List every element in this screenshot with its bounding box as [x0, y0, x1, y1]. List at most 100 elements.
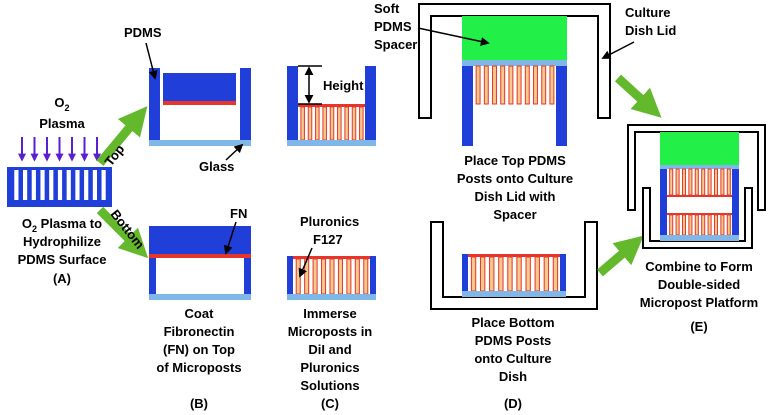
micropost	[479, 256, 486, 292]
pdms-side-left-c-bot	[287, 256, 293, 294]
micropost	[167, 258, 172, 294]
pluronics-pointer	[298, 247, 313, 278]
step-b-desc-3: (FN) on Top	[163, 342, 235, 357]
microposts-e-top	[669, 168, 731, 196]
step-e-desc-3: Micropost Platform	[640, 295, 758, 310]
step-b-desc-2: Fibronectin	[164, 324, 235, 339]
step-d-bot-desc-2: PDMS Posts	[475, 333, 552, 348]
micropost	[193, 258, 198, 294]
micropost	[707, 214, 712, 236]
micropost	[525, 256, 531, 292]
spacer-pointer	[417, 27, 490, 46]
micropost	[669, 214, 674, 236]
glass-c-bot	[287, 294, 376, 300]
step-d-bot-desc-3: onto Culture	[474, 351, 551, 366]
micropost	[720, 214, 725, 236]
pdms-side-left-b-bot	[149, 258, 156, 294]
micropost	[701, 168, 706, 196]
combined-glass-bottom	[660, 235, 739, 241]
micropost	[713, 214, 719, 236]
microposts-d-top	[475, 65, 555, 105]
micropost	[337, 106, 342, 141]
pdms-base-a	[7, 200, 112, 207]
micropost	[201, 105, 205, 140]
o2-label: O2	[54, 95, 69, 113]
pluronics-label-1: Pluronics	[300, 214, 359, 229]
step-a-desc-3: PDMS Surface	[18, 252, 107, 267]
micropost	[300, 106, 305, 141]
micropost	[500, 65, 506, 105]
micropost	[194, 105, 198, 140]
micropost	[312, 258, 318, 295]
soft-label-3: Spacer	[374, 37, 417, 52]
top-arrow	[96, 106, 148, 166]
culture-dish-lid	[418, 3, 611, 119]
combined-dish	[642, 187, 753, 249]
micropost	[688, 168, 693, 196]
micropost	[164, 105, 169, 140]
micropost	[202, 258, 207, 294]
soft-label-1: Soft	[374, 1, 400, 16]
step-a-desc-2: Hydrophilize	[23, 234, 101, 249]
micropost	[159, 258, 164, 294]
combined-lid	[627, 124, 766, 211]
micropost	[470, 256, 477, 292]
micropost	[230, 105, 235, 140]
step-d-tag: (D)	[504, 396, 522, 411]
top-label: Top	[102, 142, 128, 169]
step-a-desc-1: O2 Plasma to	[22, 216, 102, 234]
step-c-desc-2: Microposts in	[288, 324, 373, 339]
plasma-label: Plasma	[39, 116, 85, 131]
micropost	[726, 168, 731, 196]
micropost	[713, 168, 719, 196]
micropost	[543, 256, 550, 292]
pdms-top-block-b-bot	[149, 226, 251, 254]
micropost	[57, 170, 63, 200]
micropost	[541, 65, 547, 105]
step-d-top-desc-1: Place Top PDMS	[464, 153, 566, 168]
micropost	[236, 258, 241, 294]
micropost	[185, 258, 190, 294]
pdms-side-right-c-bot	[370, 256, 376, 294]
micropost	[223, 105, 227, 140]
micropost	[508, 65, 514, 105]
micropost	[219, 258, 224, 294]
micropost	[489, 256, 495, 292]
micropost	[179, 105, 183, 140]
micropost	[359, 106, 364, 141]
micropost	[681, 168, 687, 196]
micropost	[675, 214, 680, 236]
pdms-side-left-d-bot	[462, 254, 468, 291]
fn-layer-b-bot	[149, 254, 251, 258]
micropost	[707, 168, 712, 196]
fn-pointer	[223, 221, 237, 255]
micropost	[483, 65, 489, 105]
pdms-pointer	[145, 42, 158, 80]
micropost	[172, 105, 176, 140]
step-c-desc-4: Pluronics	[300, 360, 359, 375]
micropost	[669, 168, 674, 196]
step-e-desc-2: Double-sided	[658, 277, 740, 292]
micropost	[701, 214, 706, 236]
micropost	[322, 106, 327, 141]
micropost	[354, 258, 360, 295]
micropost	[210, 258, 215, 294]
microposts-e-bottom	[669, 214, 731, 236]
glass-b-top	[149, 140, 251, 146]
micropost	[329, 106, 335, 141]
micropost	[40, 170, 45, 200]
glass-d-top	[462, 60, 567, 66]
height-label: Height	[323, 78, 364, 93]
step-c-bottom-assembly: Pluronics F127 Immerse Microposts in DiI…	[287, 214, 376, 411]
fn-label: FN	[230, 206, 247, 221]
microposts-d-bottom	[470, 256, 559, 292]
step-b-tag: (B)	[190, 396, 208, 411]
micropost	[216, 105, 220, 140]
lid-label-1: Culture	[625, 5, 671, 20]
glass-d-bot	[462, 291, 566, 297]
micropost	[533, 65, 538, 105]
step-d-top-desc-4: Spacer	[493, 207, 536, 222]
micropost	[492, 65, 497, 105]
micropost	[694, 168, 699, 196]
micropost	[49, 170, 54, 200]
